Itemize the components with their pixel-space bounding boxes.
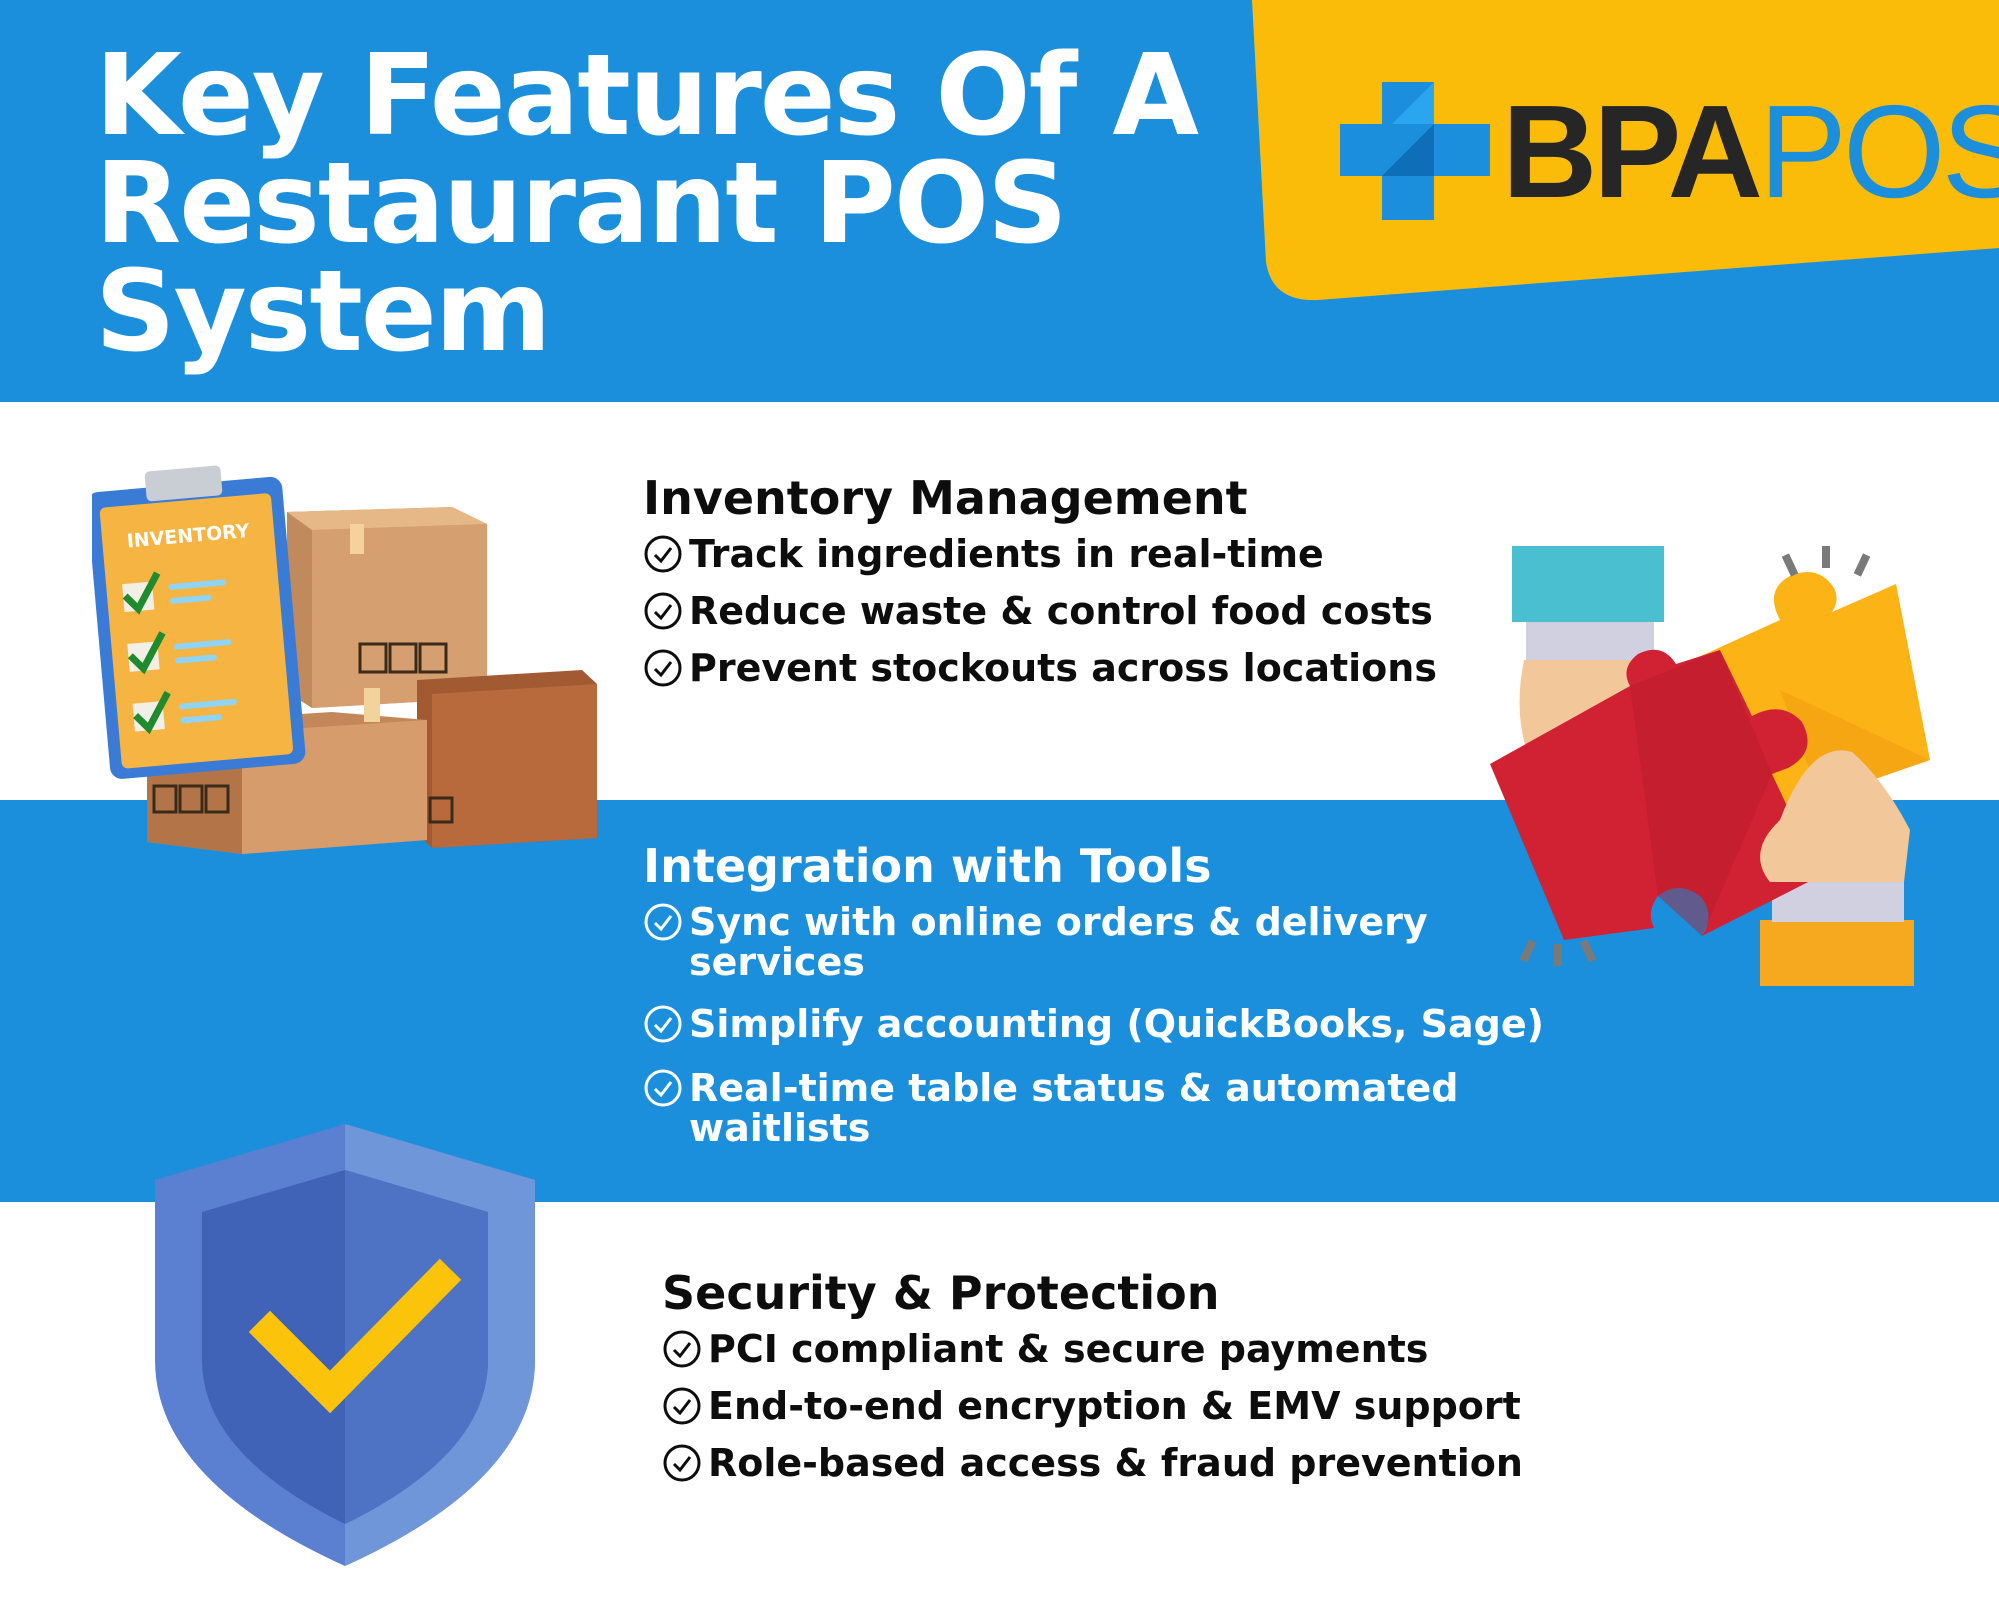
check-circle-icon [644, 1005, 682, 1043]
security-heading: Security & Protection [662, 1266, 1220, 1320]
check-circle-icon [644, 1069, 682, 1107]
logo-panel [0, 0, 1999, 402]
check-circle-icon [663, 1330, 701, 1368]
list-item: Sync with online orders & delivery servi… [643, 902, 1589, 982]
logo-text-bold: BPA [1502, 78, 1763, 225]
brand-logo-text: BPAPOS [1502, 82, 1999, 222]
feature-text: Track ingredients in real-time [689, 532, 1324, 576]
feature-text: End-to-end encryption & EMV support [708, 1384, 1521, 1428]
inventory-section: Inventory Management Track ingredients i… [643, 470, 1437, 705]
check-circle-icon [644, 903, 682, 941]
plus-cross-logo-icon [1340, 82, 1490, 220]
list-item: End-to-end encryption & EMV support [662, 1386, 1523, 1443]
page-title: Key Features Of A Restaurant POS System [95, 31, 1199, 377]
shield-check-icon [155, 1124, 535, 1566]
list-item: Real-time table status & automated waitl… [643, 1068, 1589, 1148]
check-circle-icon [644, 649, 682, 687]
integration-section: Integration with Tools Sync with online … [643, 838, 1589, 1170]
puzzle-hands-icon [1490, 546, 1930, 986]
list-item: PCI compliant & secure payments [662, 1329, 1523, 1386]
inventory-feature-list: Track ingredients in real-time Reduce wa… [643, 534, 1437, 705]
integration-heading: Integration with Tools [643, 839, 1212, 893]
list-item: Track ingredients in real-time [643, 534, 1437, 591]
feature-text: PCI compliant & secure payments [708, 1327, 1429, 1371]
check-circle-icon [663, 1387, 701, 1425]
list-item: Prevent stockouts across locations [643, 648, 1437, 705]
security-feature-list: PCI compliant & secure payments End-to-e… [662, 1329, 1523, 1500]
security-section: Security & Protection PCI compliant & se… [662, 1265, 1523, 1500]
inventory-heading: Inventory Management [643, 471, 1248, 525]
feature-text: Role-based access & fraud prevention [708, 1441, 1523, 1485]
check-circle-icon [644, 592, 682, 630]
feature-text: Prevent stockouts across locations [689, 646, 1437, 690]
feature-text: Simplify accounting (QuickBooks, Sage) [689, 1002, 1544, 1046]
inventory-boxes-icon: INVENTORY [92, 465, 597, 854]
list-item: Role-based access & fraud prevention [662, 1443, 1523, 1500]
check-circle-icon [663, 1444, 701, 1482]
check-circle-icon [644, 535, 682, 573]
list-item: Simplify accounting (QuickBooks, Sage) [643, 1004, 1589, 1046]
list-item: Reduce waste & control food costs [643, 591, 1437, 648]
feature-text: Reduce waste & control food costs [689, 589, 1433, 633]
feature-text: Sync with online orders & delivery servi… [689, 900, 1428, 984]
integration-feature-list: Sync with online orders & delivery servi… [643, 902, 1589, 1148]
header-banner: Key Features Of A Restaurant POS System … [0, 0, 1999, 402]
feature-text: Real-time table status & automated waitl… [689, 1066, 1459, 1150]
logo-text-light: POS [1758, 78, 1999, 225]
